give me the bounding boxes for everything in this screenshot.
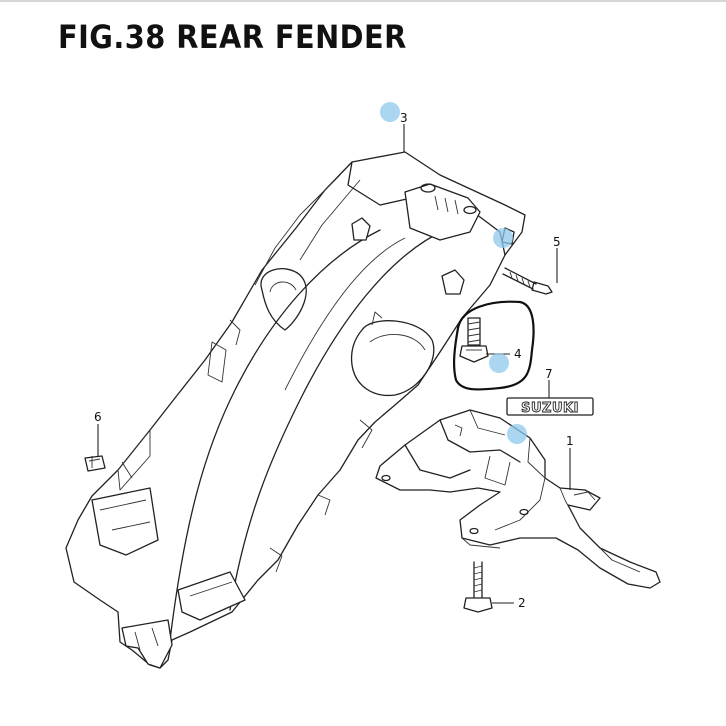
highlight-dot-part-3[interactable] [380,102,400,122]
part-7-suzuki-emblem[interactable]: SUZUKI [506,397,594,416]
part-6-clip-nut[interactable] [84,455,106,472]
highlight-dot-part-1[interactable] [507,424,527,444]
callout-6: 6 [94,410,102,424]
highlight-dot-part-5[interactable] [493,228,513,248]
callout-3: 3 [400,111,408,125]
highlight-circle-part-4 [452,300,535,391]
figure-title: FIG.38 REAR FENDER [58,18,407,56]
callout-1: 1 [566,434,574,448]
callout-2: 2 [518,596,526,610]
highlight-dot-part-4[interactable] [489,353,509,373]
top-divider [0,0,726,2]
callout-7: 7 [545,367,553,381]
callout-5: 5 [553,235,561,249]
part-4-bolt[interactable] [459,317,489,363]
part-2-screw[interactable] [463,561,493,613]
part-3-rear-fender-inner[interactable] [65,151,526,669]
part-1-rear-fender[interactable] [375,409,661,589]
callout-4: 4 [514,347,522,361]
part-5-screw[interactable] [502,267,553,295]
emblem-text: SUZUKI [521,401,579,416]
